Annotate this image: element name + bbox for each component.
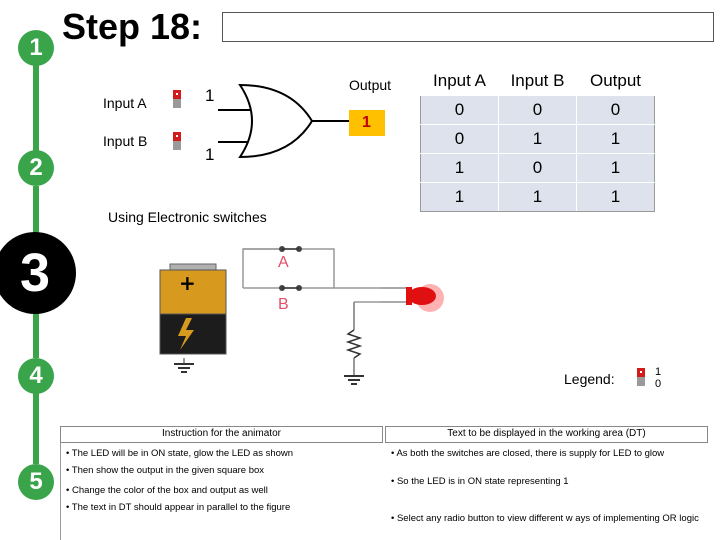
output-box (349, 110, 385, 136)
input-a-value: 1 (205, 86, 215, 105)
switch-b-label: B (278, 296, 289, 313)
step-line-3 (33, 312, 39, 358)
table-cell: 1 (498, 182, 577, 212)
output-label: Output (349, 77, 392, 93)
table-row: 0 0 0 (420, 95, 655, 125)
dt-item: • As both the switches are closed, there… (391, 448, 665, 459)
output-value: 1 (362, 114, 371, 131)
table-cell: 1 (576, 153, 655, 183)
table-cell: 0 (498, 153, 577, 183)
electronic-switches-caption: Using Electronic switches (108, 209, 267, 225)
switch-a-label: A (278, 254, 289, 271)
animator-item: • Change the color of the box and output… (66, 485, 268, 496)
input-b-switch[interactable] (173, 132, 181, 150)
table-row: 0 1 1 (420, 124, 655, 154)
animator-item: • Then show the output in the given squa… (66, 465, 265, 476)
legend-off-value: 0 (655, 378, 662, 390)
table-cell: 1 (498, 124, 577, 154)
legend-on-value: 1 (655, 366, 662, 378)
circuit-diagram: + (159, 246, 444, 385)
input-a-label: Input A (103, 95, 147, 111)
or-gate-symbol (238, 83, 314, 159)
truth-table: Input A Input B Output 0 0 0 0 1 1 1 0 1… (420, 66, 655, 212)
step-line-2 (33, 186, 39, 236)
table-cell: 1 (420, 153, 499, 183)
dt-item: • Select any radio button to view differ… (391, 513, 699, 524)
legend-label: Legend: (564, 371, 615, 387)
step-circle-1[interactable]: 1 (18, 30, 54, 66)
step-circle-5[interactable]: 5 (18, 464, 54, 500)
table-cell: 0 (420, 95, 499, 125)
title-box (222, 12, 714, 42)
step-line-4 (33, 392, 39, 464)
input-b-label: Input B (103, 133, 148, 149)
animator-heading: Instruction for the animator (60, 426, 383, 443)
table-cell: 1 (576, 124, 655, 154)
table-header-input-b: Input B (498, 66, 577, 96)
page-title: Step 18: (62, 6, 203, 47)
input-b-value: 1 (205, 145, 215, 164)
dt-item: • So the LED is in ON state representing… (391, 476, 569, 487)
table-cell: 1 (576, 182, 655, 212)
table-cell: 0 (576, 95, 655, 125)
dt-heading: Text to be displayed in the working area… (385, 426, 708, 443)
input-a-switch[interactable] (173, 90, 181, 108)
or-gate-diagram (218, 83, 350, 159)
step-circle-4[interactable]: 4 (18, 358, 54, 394)
table-cell: 0 (420, 124, 499, 154)
svg-text:+: + (179, 271, 196, 295)
table-row: 1 0 1 (420, 153, 655, 183)
animator-panel-border (60, 443, 61, 540)
animator-item: • The LED will be in ON state, glow the … (66, 448, 294, 459)
table-cell: 0 (498, 95, 577, 125)
table-row: 1 1 1 (420, 182, 655, 212)
step-circle-2[interactable]: 2 (18, 150, 54, 186)
table-cell: 1 (420, 182, 499, 212)
table-header-input-a: Input A (420, 66, 499, 96)
table-header-output: Output (576, 66, 655, 96)
animator-item: • The text in DT should appear in parall… (66, 502, 291, 513)
step-line-1 (33, 64, 39, 154)
step-circle-3[interactable]: 3 (0, 232, 76, 314)
legend-switch-icon (637, 368, 645, 386)
